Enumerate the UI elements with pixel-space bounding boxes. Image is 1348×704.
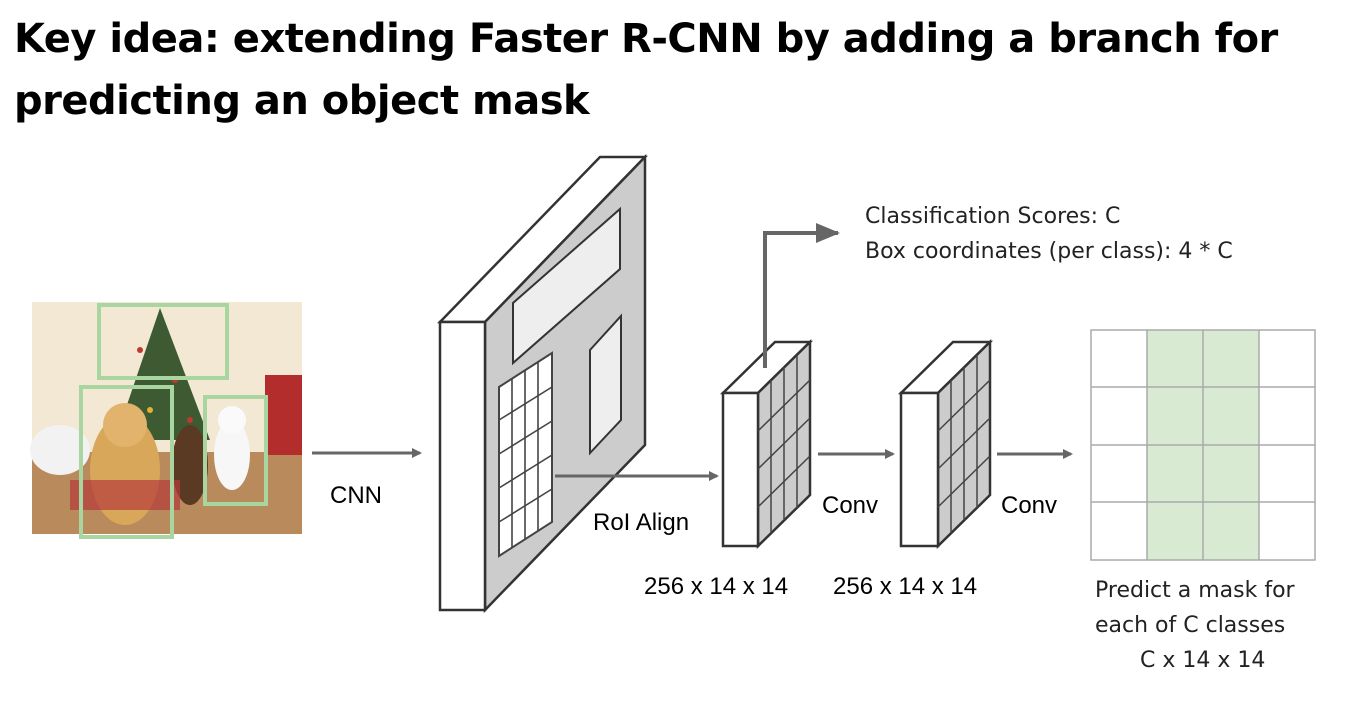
mask-caption-line1: Predict a mask for <box>1095 578 1296 603</box>
classification-scores-label: Classification Scores: C <box>865 204 1120 229</box>
conv-label-1: Conv <box>822 492 878 519</box>
input-image <box>30 302 302 539</box>
mask-output-grid <box>1090 329 1316 561</box>
conv-label-2: Conv <box>1001 492 1057 519</box>
conv-cube-grid <box>937 355 991 533</box>
box-coordinates-label: Box coordinates (per class): 4 * C <box>865 239 1233 264</box>
dims-label-2: 256 x 14 x 14 <box>833 573 977 600</box>
mask-caption-line2: each of C classes <box>1095 613 1285 638</box>
cnn-label: CNN <box>330 482 382 509</box>
roi-cube-grid <box>757 355 811 533</box>
bbox-tree <box>97 303 229 380</box>
classification-branch-arrow <box>763 223 840 368</box>
slide-title: Key idea: extending Faster R-CNN by addi… <box>14 16 1278 124</box>
bbox-cat <box>203 395 268 506</box>
mask-caption-line3: C x 14 x 14 <box>1140 648 1265 673</box>
bbox-dog <box>79 385 174 539</box>
christmas-tree <box>115 308 210 440</box>
cat <box>214 420 250 490</box>
dims-label-1: 256 x 14 x 14 <box>644 573 788 600</box>
roi-align-label: RoI Align <box>593 509 689 536</box>
roi-grid <box>498 351 553 558</box>
